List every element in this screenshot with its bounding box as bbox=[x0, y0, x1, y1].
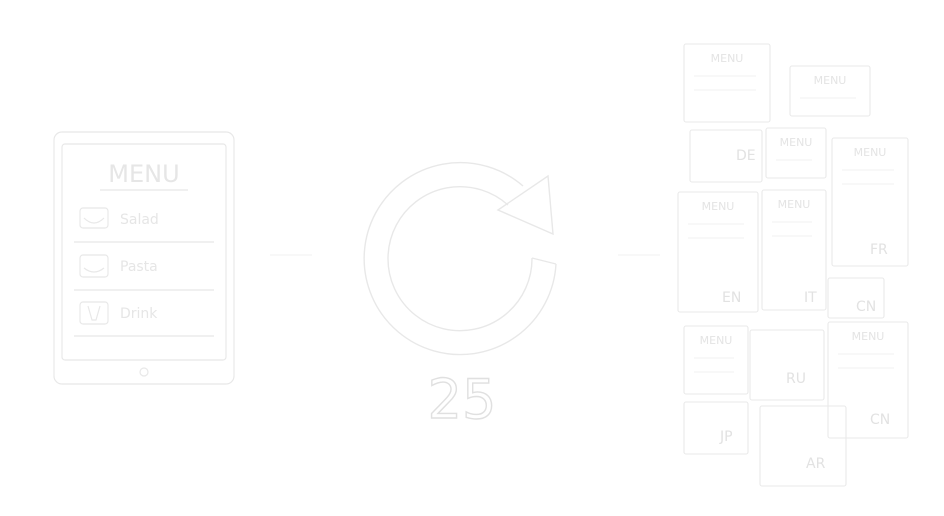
menu-card-frame bbox=[761, 189, 827, 311]
menu-card-heading: MENU bbox=[778, 198, 811, 211]
menu-card-frame bbox=[683, 401, 749, 455]
menu-card-frame bbox=[749, 329, 825, 401]
menu-item-pasta: Pasta bbox=[120, 259, 158, 275]
menu-card-heading: MENU bbox=[854, 146, 887, 159]
menu-card-language-code: JP bbox=[719, 429, 733, 445]
menu-card: MENU bbox=[789, 65, 871, 117]
menu-card: CN bbox=[827, 277, 885, 319]
pasta-dish-icon bbox=[79, 254, 109, 278]
menu-card-heading: MENU bbox=[780, 136, 813, 149]
menu-card-heading: MENU bbox=[711, 52, 744, 65]
menu-card-language-code: RU bbox=[786, 371, 806, 387]
menu-card-frame bbox=[683, 325, 749, 395]
tablet-screen bbox=[61, 143, 227, 361]
menu-card-language-code: CN bbox=[870, 412, 890, 428]
menu-card-frame bbox=[759, 405, 847, 487]
menu-card: MENU bbox=[765, 127, 827, 179]
menu-card: MENU FR bbox=[831, 137, 909, 267]
menu-card-language-code: FR bbox=[870, 242, 888, 258]
menu-card-heading: MENU bbox=[852, 330, 885, 343]
menu-card-frame bbox=[831, 137, 909, 267]
tablet-frame bbox=[53, 131, 235, 385]
tablet-menu-title: MENU bbox=[108, 160, 179, 188]
salad-bowl-icon bbox=[79, 207, 109, 229]
menu-card-frame bbox=[677, 191, 759, 313]
menu-card-heading: MENU bbox=[702, 200, 735, 213]
menu-card-language-code: EN bbox=[722, 290, 741, 306]
menu-card-heading: MENU bbox=[700, 334, 733, 347]
menu-card: MENU IT bbox=[761, 189, 827, 311]
menu-card-frame bbox=[789, 65, 871, 117]
menu-card-frame bbox=[765, 127, 827, 179]
menu-card-language-code: IT bbox=[804, 290, 817, 306]
menu-card: JP bbox=[683, 401, 749, 455]
drink-glass-icon bbox=[79, 301, 109, 325]
refresh-arrow-icon bbox=[363, 161, 557, 356]
menu-card-frame bbox=[827, 277, 885, 319]
translated-menus-collage: MENU MENU DE MENU MENU FR MENU EN MENU IT CN MENU RU… bbox=[677, 43, 909, 487]
menu-card: MENU CN bbox=[827, 321, 909, 439]
menu-item-salad: Salad bbox=[120, 212, 159, 228]
menu-card: DE bbox=[689, 129, 763, 183]
menu-card-language-code: CN bbox=[856, 299, 876, 315]
menu-card: RU bbox=[749, 329, 825, 401]
menu-card-frame bbox=[683, 43, 771, 123]
tablet-device bbox=[53, 131, 235, 385]
tablet-home-button bbox=[139, 367, 149, 377]
menu-card: MENU bbox=[683, 43, 771, 123]
menu-card-heading: MENU bbox=[814, 74, 847, 87]
menu-card: MENU bbox=[683, 325, 749, 395]
menu-card-frame bbox=[689, 129, 763, 183]
menu-card-frame bbox=[827, 321, 909, 439]
menu-item-drink: Drink bbox=[120, 306, 158, 322]
menu-card: MENU EN bbox=[677, 191, 759, 313]
menu-card: AR bbox=[759, 405, 847, 487]
cycle-number: 25 bbox=[428, 368, 497, 431]
menu-card-language-code: AR bbox=[806, 456, 826, 472]
menu-card-language-code: DE bbox=[736, 148, 756, 164]
